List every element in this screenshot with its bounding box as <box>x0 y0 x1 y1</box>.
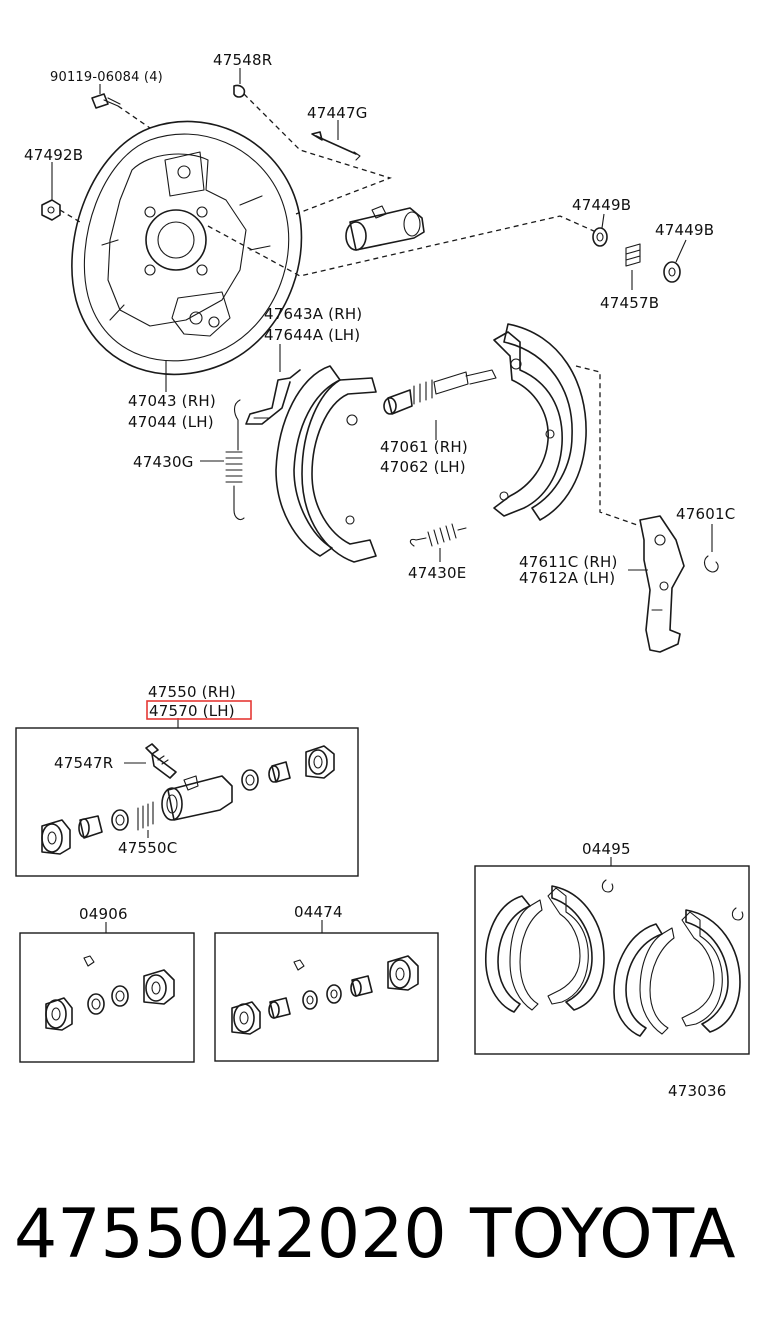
bolt-90119[interactable] <box>91 93 121 109</box>
label-04906: 04906 <box>79 905 128 923</box>
label-47430e: 47430E <box>408 564 466 582</box>
spring-47457b[interactable] <box>625 243 641 267</box>
part-number: 4755042020 <box>14 1195 447 1274</box>
label-47612a: 47612A (LH) <box>519 569 615 587</box>
adjuster-47061[interactable] <box>383 369 497 415</box>
nut-47492b[interactable] <box>41 199 61 221</box>
cylinder-body[interactable] <box>161 775 233 821</box>
label-47449b-left: 47449B <box>572 196 631 214</box>
lever-47611c[interactable] <box>639 515 685 653</box>
spring-47430g[interactable] <box>225 399 245 521</box>
label-47457b: 47457B <box>600 294 659 312</box>
cap-47548r[interactable] <box>233 84 246 98</box>
label-47550: 47550 (RH) <box>148 683 236 701</box>
label-47447g: 47447G <box>307 104 368 122</box>
label-47550c: 47550C <box>118 839 177 857</box>
label-47601c: 47601C <box>676 505 735 523</box>
bleeder-47547r[interactable] <box>145 743 177 779</box>
label-47643a: 47643A (RH) <box>264 305 362 323</box>
piston-b[interactable] <box>78 815 103 839</box>
wheel-cylinder-upper[interactable] <box>345 205 425 251</box>
kit-04495-shoes[interactable] <box>485 879 744 1037</box>
label-47492b: 47492B <box>24 146 83 164</box>
kit-box-04474 <box>214 932 439 1062</box>
label-04474: 04474 <box>294 903 343 921</box>
label-47570: 47570 (LH) <box>149 702 235 720</box>
highlight-47570 <box>146 700 252 720</box>
label-47644a: 47644A (LH) <box>264 326 360 344</box>
cup-a[interactable] <box>241 769 259 791</box>
boot-a[interactable] <box>305 745 335 779</box>
spring-47550c[interactable] <box>137 801 154 831</box>
label-47430g: 47430G <box>133 453 194 471</box>
spring-47430e[interactable] <box>409 523 467 547</box>
diagram-id: 473036 <box>668 1082 726 1100</box>
boot-47449b-right[interactable] <box>663 261 681 283</box>
label-47062: 47062 (LH) <box>380 458 466 476</box>
label-47449b-right: 47449B <box>655 221 714 239</box>
kit-box-04495 <box>474 865 750 1055</box>
brake-shoe-right[interactable] <box>493 323 587 521</box>
label-47547r: 47547R <box>54 754 113 772</box>
kit-04474-parts[interactable] <box>231 955 419 1035</box>
brake-shoe-left[interactable] <box>275 365 377 563</box>
assembly-box-47550 <box>15 727 359 877</box>
kit-04906-parts[interactable] <box>45 955 175 1031</box>
label-47548r: 47548R <box>213 51 272 69</box>
cup-b[interactable] <box>111 809 129 831</box>
label-47043: 47043 (RH) <box>128 392 216 410</box>
label-47061: 47061 (RH) <box>380 438 468 456</box>
label-04495: 04495 <box>582 840 631 858</box>
pin-47447g[interactable] <box>311 131 361 161</box>
brand-name: TOYOTA <box>469 1195 735 1274</box>
boot-b[interactable] <box>41 819 71 855</box>
backing-plate[interactable] <box>71 120 303 376</box>
piston-a[interactable] <box>268 761 291 783</box>
label-90119: 90119-06084 (4) <box>50 70 163 85</box>
label-47611c: 47611C (RH) <box>519 553 618 571</box>
label-47044: 47044 (LH) <box>128 413 214 431</box>
clip-47601c[interactable] <box>703 555 719 573</box>
strut-47643a[interactable] <box>245 369 301 425</box>
boot-47449b-left[interactable] <box>592 227 608 247</box>
kit-box-04906 <box>19 932 195 1063</box>
